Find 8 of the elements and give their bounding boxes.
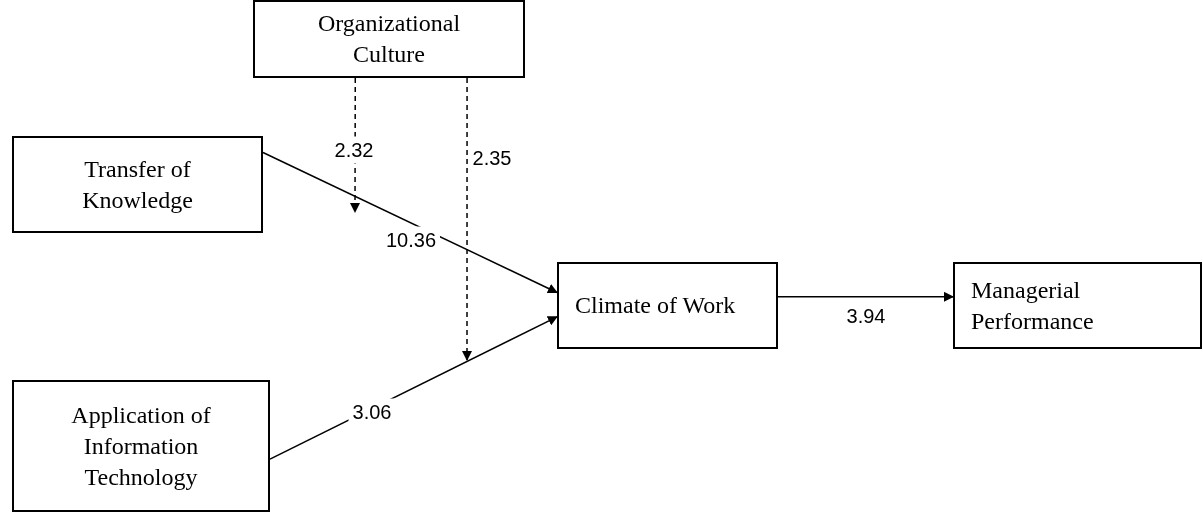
variable-box: Application of Information Technology (12, 380, 270, 512)
arrow (262, 151, 558, 294)
dashed-arrow (462, 77, 472, 361)
variable-box: Climate of Work (557, 262, 778, 349)
variable-box: Managerial Performance (953, 262, 1202, 349)
arrow (777, 291, 954, 302)
variable-box: Transfer of Knowledge (12, 136, 263, 233)
variable-box: Organizational Culture (253, 0, 525, 78)
